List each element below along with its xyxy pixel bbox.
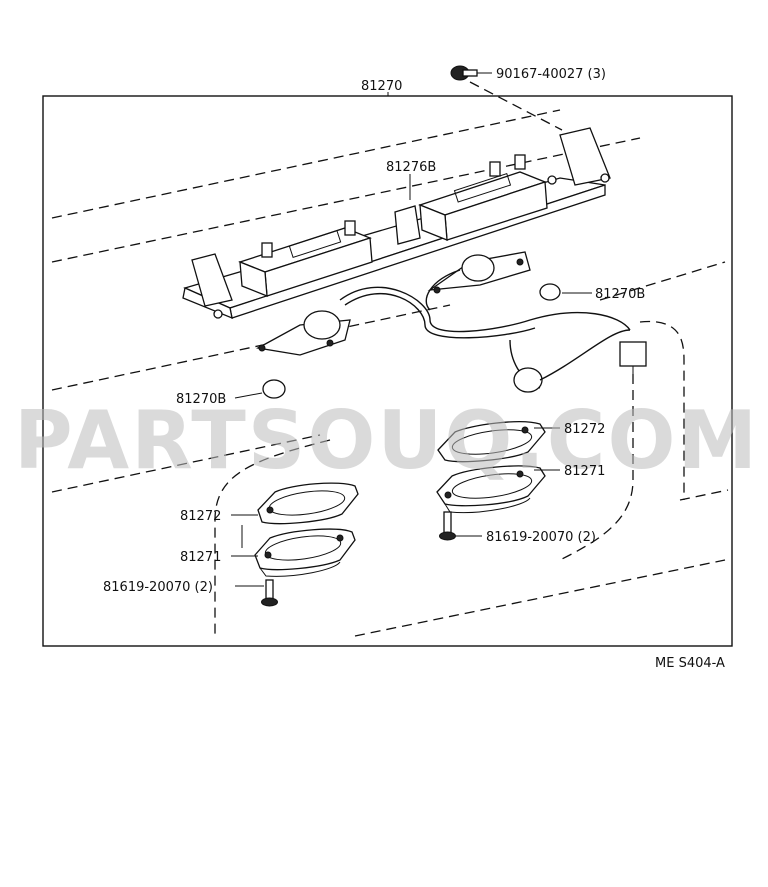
harness-routing	[214, 320, 685, 636]
screw-right	[439, 511, 456, 541]
watermark-text: PARTSOUQ.COM	[14, 394, 759, 487]
leader-lines	[231, 72, 592, 587]
reference-code: ME S404-A	[655, 656, 725, 671]
label-bulb-left: 81270B	[176, 392, 226, 407]
label-housing: 81276B	[386, 160, 436, 175]
label-gasket-right: 81272	[564, 422, 605, 437]
label-lens-left: 81271	[180, 550, 221, 565]
label-gasket-left: 81272	[180, 509, 221, 524]
lamp-housing	[182, 127, 611, 320]
label-screw-left: 81619-20070 (2)	[103, 580, 213, 595]
gasket-left	[257, 482, 359, 525]
screw-left	[261, 579, 278, 607]
label-screw-right: 81619-20070 (2)	[486, 530, 596, 545]
label-lens-right: 81271	[564, 464, 605, 479]
lens-left	[254, 528, 356, 577]
assembly-frame	[42, 95, 733, 647]
label-screw-top: 90167-40027 (3)	[496, 67, 606, 82]
background-guide-lines	[51, 109, 729, 637]
label-bulb-right: 81270B	[595, 287, 645, 302]
label-assembly: 81270	[361, 79, 402, 94]
screw-top	[450, 65, 563, 131]
lens-right	[436, 465, 546, 514]
gasket-right	[437, 421, 546, 463]
wiring-harness	[256, 251, 647, 399]
